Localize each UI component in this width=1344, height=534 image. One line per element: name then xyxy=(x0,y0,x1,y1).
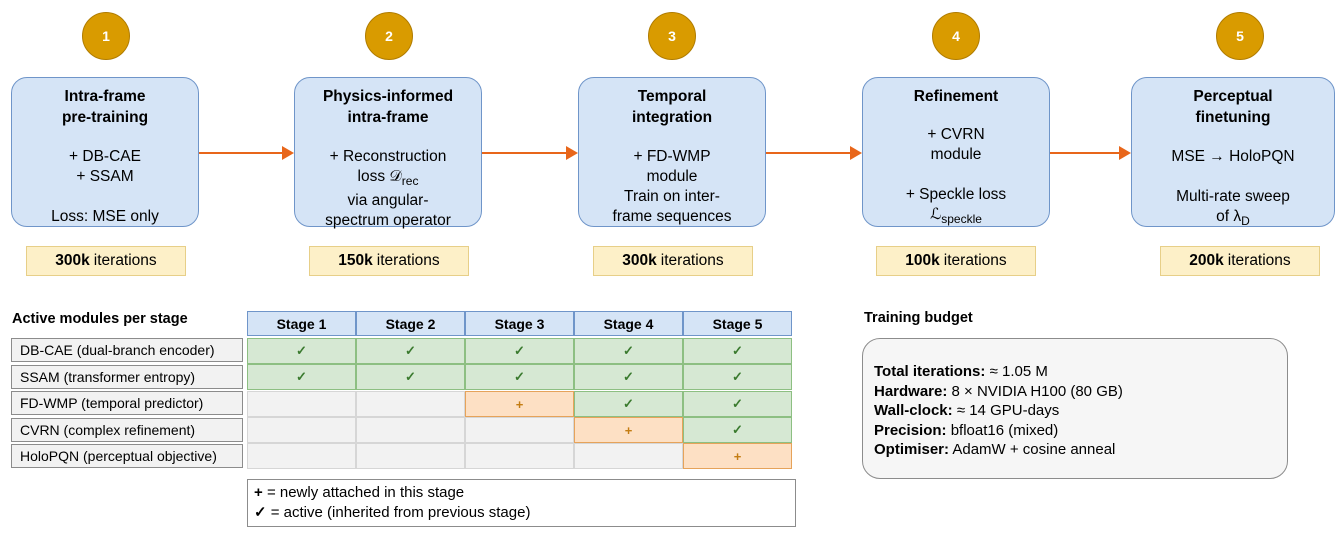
stage-3-body: + FD-WMP module Train on inter- frame se… xyxy=(612,148,732,225)
stage-4-box: Refinement + CVRN module + Speckle loss … xyxy=(862,77,1050,227)
stage-5-badge: 5 xyxy=(1216,12,1264,60)
budget-wall-clock: Wall-clock: ≈ 14 GPU-days xyxy=(874,402,1060,419)
cell-dbcae-stage-2: ✓ xyxy=(356,338,465,364)
arrow-4-5 xyxy=(1050,152,1120,154)
stage-3-badge: 3 xyxy=(648,12,696,60)
col-header-stage-3: Stage 3 xyxy=(465,311,574,336)
cell-holopqn-stage-1 xyxy=(247,443,356,469)
row-label-cvrn: CVRN (complex refinement) xyxy=(11,418,243,442)
cell-holopqn-stage-3 xyxy=(465,443,574,469)
cell-fdwmp-stage-2 xyxy=(356,391,465,417)
col-header-stage-1: Stage 1 xyxy=(247,311,356,336)
cell-dbcae-stage-4: ✓ xyxy=(574,338,683,364)
legend-check-row: ✓ = active (inherited from previous stag… xyxy=(254,504,531,521)
cell-ssam-stage-4: ✓ xyxy=(574,364,683,390)
cell-ssam-stage-5: ✓ xyxy=(683,364,792,390)
cell-holopqn-stage-2 xyxy=(356,443,465,469)
legend-plus-row: + = newly attached in this stage xyxy=(254,484,465,501)
row-label-holopqn: HoloPQN (perceptual objective) xyxy=(11,444,243,468)
budget-optimiser: Optimiser: AdamW + cosine anneal xyxy=(874,441,1116,458)
col-header-stage-5: Stage 5 xyxy=(683,311,792,336)
cell-dbcae-stage-1: ✓ xyxy=(247,338,356,364)
stage-1-badge: 1 xyxy=(82,12,130,60)
cell-cvrn-stage-1 xyxy=(247,417,356,443)
stage-5-body: MSE → HoloPQN Multi-rate sweep of λD xyxy=(1171,148,1295,229)
cell-fdwmp-stage-4: ✓ xyxy=(574,391,683,417)
cell-cvrn-stage-3 xyxy=(465,417,574,443)
cell-holopqn-stage-5: + xyxy=(683,443,792,469)
arrow-3-4 xyxy=(766,152,851,154)
budget-hardware: Hardware: 8 × NVIDIA H100 (80 GB) xyxy=(874,382,1123,400)
row-label-db-cae: DB-CAE (dual-branch encoder) xyxy=(11,338,243,362)
budget-title: Training budget xyxy=(864,310,973,326)
cell-fdwmp-stage-1 xyxy=(247,391,356,417)
stage-1-body: + DB-CAE + SSAM Loss: MSE only xyxy=(51,148,159,225)
cell-cvrn-stage-5: ✓ xyxy=(683,417,792,443)
cell-fdwmp-stage-5: ✓ xyxy=(683,391,792,417)
cell-dbcae-stage-5: ✓ xyxy=(683,338,792,364)
cell-cvrn-stage-4: + xyxy=(574,417,683,443)
budget-total-iterations: Total iterations: ≈ 1.05 M xyxy=(874,363,1048,380)
arrow-3-4-head xyxy=(850,146,862,160)
stage-4-title: Refinement xyxy=(913,88,999,105)
budget-precision: Precision: bfloat16 (mixed) xyxy=(874,421,1059,439)
cell-cvrn-stage-2 xyxy=(356,417,465,443)
budget-box: Total iterations: ≈ 1.05 M Hardware: 8 ×… xyxy=(862,338,1288,479)
cell-ssam-stage-1: ✓ xyxy=(247,364,356,390)
cell-holopqn-stage-4 xyxy=(574,443,683,469)
arrow-1-2-head xyxy=(282,146,294,160)
stage-4-body: + CVRN module + Speckle loss ℒspeckle xyxy=(905,126,1007,227)
cell-ssam-stage-3: ✓ xyxy=(465,364,574,390)
stage-2-badge: 2 xyxy=(365,12,413,60)
cell-dbcae-stage-3: ✓ xyxy=(465,338,574,364)
cell-fdwmp-stage-3: + xyxy=(465,391,574,417)
cell-ssam-stage-2: ✓ xyxy=(356,364,465,390)
col-header-stage-4: Stage 4 xyxy=(574,311,683,336)
arrow-4-5-head xyxy=(1119,146,1131,160)
row-label-fd-wmp: FD-WMP (temporal predictor) xyxy=(11,391,243,415)
col-header-stage-2: Stage 2 xyxy=(356,311,465,336)
table-title: Active modules per stage xyxy=(12,311,188,327)
arrow-2-3 xyxy=(482,152,567,154)
row-label-ssam: SSAM (transformer entropy) xyxy=(11,365,243,389)
stage-2-body: + Reconstruction loss 𝒟rec via angular- … xyxy=(325,148,451,230)
legend-box: + = newly attached in this stage ✓ = act… xyxy=(247,479,796,527)
arrow-1-2 xyxy=(199,152,283,154)
arrow-2-3-head xyxy=(566,146,578,160)
stage-4-badge: 4 xyxy=(932,12,980,60)
